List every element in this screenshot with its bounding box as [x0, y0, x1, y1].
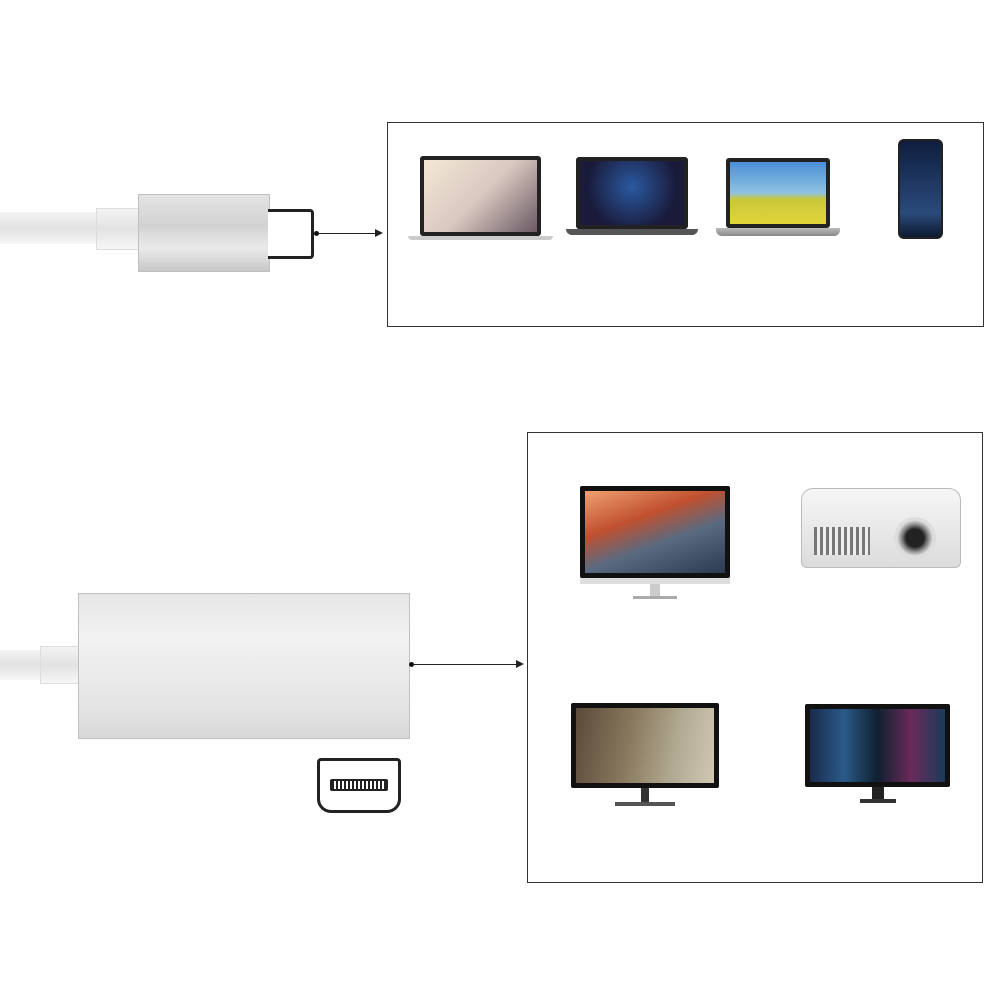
mini-displayport-symbol-icon [317, 758, 401, 813]
smartphone-icon [898, 139, 943, 239]
mini-dp-strain-relief [40, 646, 82, 684]
usb-c-plug-icon [268, 209, 314, 259]
connector-dot [409, 662, 414, 667]
projector-icon [801, 488, 961, 568]
usb-c-housing [138, 194, 270, 272]
mini-dp-cable [0, 650, 45, 680]
monitor-icon [580, 486, 730, 599]
monitor-icon [805, 704, 950, 803]
usb-c-cable [0, 212, 100, 244]
laptop-icon [716, 158, 840, 236]
laptop-icon [566, 157, 698, 235]
arrow-line [318, 233, 376, 234]
monitor-icon [571, 703, 719, 806]
arrow-head [375, 229, 383, 237]
laptop-icon [408, 156, 553, 240]
mini-dp-housing [78, 593, 410, 739]
usb-c-strain-relief [96, 208, 142, 250]
source-devices-panel [387, 122, 984, 327]
display-devices-panel [527, 432, 983, 883]
arrow-head [516, 660, 524, 668]
connector-dot [314, 231, 319, 236]
arrow-line [413, 664, 518, 665]
